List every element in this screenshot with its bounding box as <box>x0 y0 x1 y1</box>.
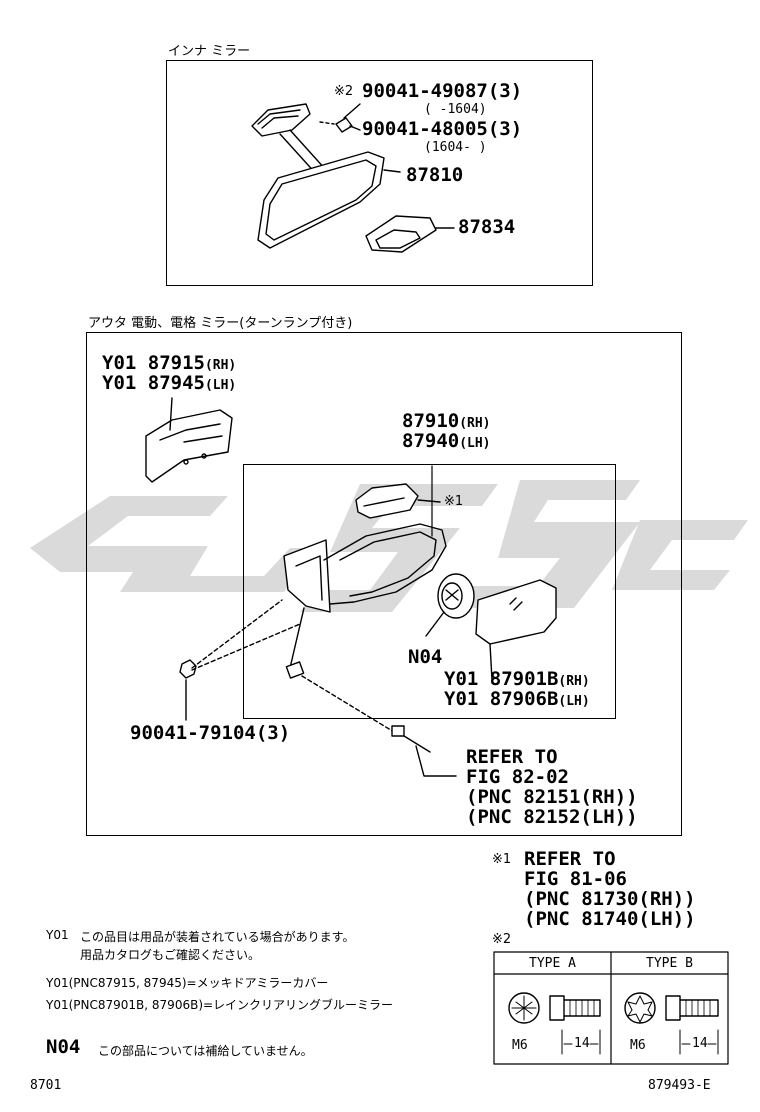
bolt1-date-range: ( -1604) <box>424 102 487 117</box>
assy-rh-part-number: 87910(RH) <box>402 410 491 432</box>
outer-mirror-cover <box>145 397 233 483</box>
turn-lamp-mark: ※1 <box>444 494 464 509</box>
type-a-bolt <box>508 992 601 1055</box>
type-b-length: 14 <box>692 1036 708 1051</box>
glass-rh-part-number: Y01 87901B(RH) <box>444 668 590 690</box>
inner-mirror-bolt <box>319 103 361 133</box>
turn-lamp <box>355 483 441 519</box>
note2-table <box>493 951 729 1065</box>
note1-line2: FIG 81-06 <box>524 868 627 890</box>
page-code-left: 8701 <box>30 1078 62 1093</box>
outer-mirror-title: アウタ 電動、電格 ミラー(ターンランプ付き) <box>88 316 353 331</box>
bolt1-part-number: 90041-49087(3) <box>362 80 523 102</box>
harness-refer-line1: REFER TO <box>466 746 558 768</box>
outer-mirror-housing <box>283 465 447 679</box>
inner-mirror-cover <box>365 215 455 253</box>
outer-mirror-frame <box>86 332 682 836</box>
nut-part-number: 90041-79104(3) <box>130 722 291 744</box>
y01-note-line1: この品目は用品が装着されている場合があります。 <box>80 930 355 944</box>
inner-cover-part-number: 87834 <box>458 216 516 238</box>
mirror-glass <box>475 579 557 681</box>
n04-note-code: N04 <box>46 1036 81 1058</box>
type-b-bolt <box>624 992 719 1055</box>
bolt2-date-range: (1604- ) <box>424 140 487 155</box>
note1-line1: REFER TO <box>524 848 616 870</box>
inner-mirror-frame <box>166 60 593 286</box>
page-code-right: 879493-E <box>648 1078 711 1093</box>
y01-note-a: Y01(PNC87915, 87945)=メッキドアミラーカバー <box>46 976 329 990</box>
bolt1-mark: ※2 <box>334 84 354 99</box>
type-a-size: M6 <box>512 1038 528 1053</box>
harness-refer-line3: (PNC 82151(RH)) <box>466 786 638 808</box>
inner-mirror-title: インナ ミラー <box>168 44 251 59</box>
cover-rh-part-number: Y01 87915(RH) <box>102 352 237 374</box>
type-b-header: TYPE B <box>646 956 693 971</box>
outer-mirror-sub-frame <box>243 464 616 719</box>
mirror-motor <box>425 573 475 637</box>
note1-line4: (PNC 81740(LH)) <box>524 908 696 930</box>
inner-mirror-body <box>257 151 401 249</box>
note1-line3: (PNC 81730(RH)) <box>524 888 696 910</box>
n04-note-text: この部品については補給していません。 <box>98 1044 313 1058</box>
y01-code: Y01 <box>46 928 69 942</box>
glass-lh-part-number: Y01 87906B(LH) <box>444 688 590 710</box>
cover-lh-part-number: Y01 87945(LH) <box>102 372 237 394</box>
bolt2-part-number: 90041-48005(3) <box>362 118 523 140</box>
y01-note-b: Y01(PNC87901B, 87906B)=レインクリアリングブルーミラー <box>46 998 394 1012</box>
outer-mirror-nut <box>179 599 301 721</box>
note2-mark: ※2 <box>492 932 512 947</box>
inner-mirror-part-number: 87810 <box>406 164 464 186</box>
harness-refer-line4: (PNC 82152(LH)) <box>466 806 638 828</box>
assy-lh-part-number: 87940(LH) <box>402 430 491 452</box>
n04-label: N04 <box>408 646 443 668</box>
type-b-size: M6 <box>630 1038 646 1053</box>
type-a-length: 14 <box>574 1036 590 1051</box>
note1-mark: ※1 <box>492 852 512 867</box>
harness-refer-line2: FIG 82-02 <box>466 766 569 788</box>
outer-mirror-harness <box>301 675 457 777</box>
type-a-header: TYPE A <box>529 956 576 971</box>
y01-note-line2: 用品カタログもご確認ください。 <box>80 948 261 962</box>
